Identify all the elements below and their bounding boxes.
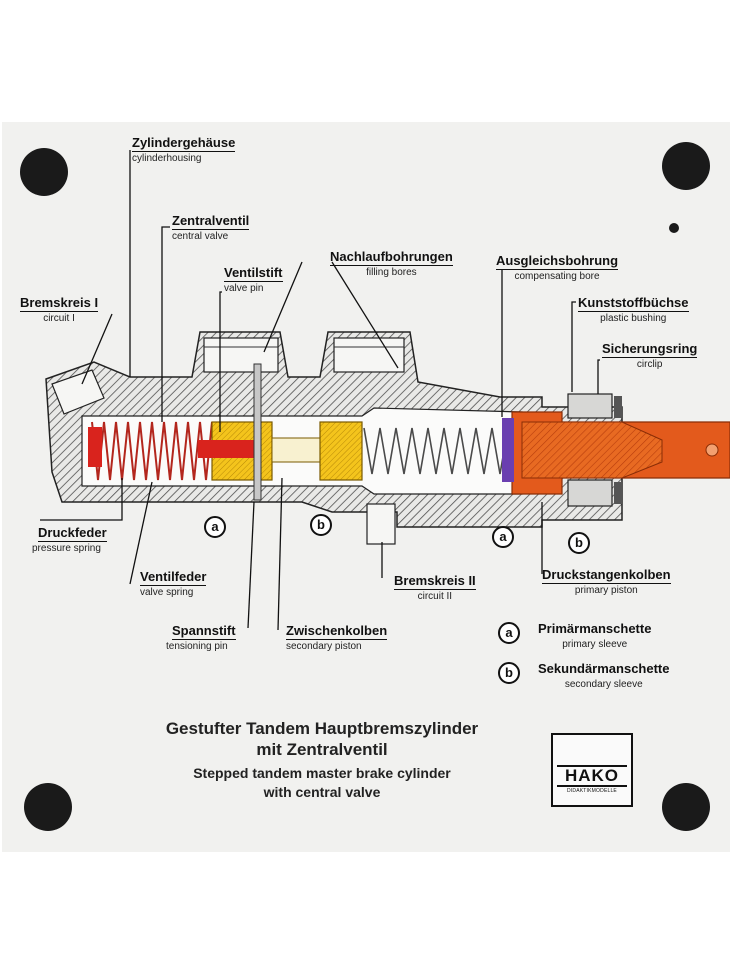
label-en: primary piston [574, 585, 638, 596]
mount-hole [662, 142, 710, 190]
hako-logo: HAKO DIDAKTIKMODELLE [551, 733, 633, 807]
small-hole [669, 223, 679, 233]
logo-subtitle: DIDAKTIKMODELLE [567, 788, 617, 794]
title-en-line1: Stepped tandem master brake cylinder [193, 765, 451, 781]
label-plastic-bushing: Kunststoffbüchse plastic bushing [578, 294, 689, 325]
legend-a-circle: a [498, 622, 520, 644]
legend-b-circle: b [498, 662, 520, 684]
label-de: Zylindergehäuse [132, 135, 236, 152]
label-compensating-bore: Ausgleichsbohrung compensating bore [496, 252, 619, 283]
diagram-title: Gestufter Tandem Hauptbremszylinder mit … [102, 718, 542, 802]
label-secondary-piston: Zwischenkolben secondary piston [286, 622, 388, 653]
title-de-line1: Gestufter Tandem Hauptbremszylinder [165, 719, 479, 738]
label-tensioning-pin: Spannstift tensioning pin [166, 622, 236, 653]
mount-hole [662, 783, 710, 831]
legend-en: secondary sleeve [564, 679, 643, 690]
label-en: valve spring [140, 587, 194, 598]
label-en: circuit I [43, 313, 75, 324]
label-filling-bores: Nachlaufbohrungen filling bores [330, 248, 453, 279]
label-circlip: Sicherungsring circlip [602, 340, 698, 371]
label-en: circuit II [417, 591, 453, 602]
secondary-spring-coil [363, 427, 509, 475]
logo-wordmark: HAKO [557, 765, 627, 787]
display-board: a b a b Zylindergehäuse cylinderhousing … [2, 122, 730, 852]
label-de: Spannstift [172, 623, 236, 640]
marker-b-circle: b [310, 514, 332, 536]
label-en: valve pin [224, 283, 264, 294]
marker-a-circle: a [492, 526, 514, 548]
label-en: compensating bore [514, 271, 600, 282]
legend-en: primary sleeve [562, 639, 628, 650]
legend-text: Primärmanschette primary sleeve [538, 620, 651, 651]
label-cylinderhousing: Zylindergehäuse cylinderhousing [132, 134, 236, 165]
marker-b-circle: b [568, 532, 590, 554]
cylinder-cutaway-illustration [20, 142, 730, 831]
label-de: Druckstangenkolben [542, 567, 671, 584]
label-de: Zwischenkolben [286, 623, 388, 640]
mount-hole [24, 783, 72, 831]
label-valve-pin: Ventilstift valve pin [224, 264, 283, 295]
legend-de: Sekundärmanschette [538, 661, 670, 676]
label-de: Ausgleichsbohrung [496, 253, 619, 270]
label-en: cylinderhousing [132, 153, 202, 164]
primary-sleeve [502, 418, 514, 482]
label-en: tensioning pin [166, 641, 228, 652]
label-en: secondary piston [286, 641, 362, 652]
label-de: Nachlaufbohrungen [330, 249, 453, 266]
label-de: Bremskreis I [20, 295, 99, 312]
label-central-valve: Zentralventil central valve [172, 212, 250, 243]
label-de: Ventilfeder [140, 569, 207, 586]
label-de: Zentralventil [172, 213, 250, 230]
label-de: Ventilstift [224, 265, 283, 282]
label-circuit-2: Bremskreis II circuit II [394, 572, 476, 603]
legend-de: Primärmanschette [538, 621, 652, 636]
title-en-line2: with central valve [263, 784, 381, 800]
label-en: central valve [172, 231, 229, 242]
label-de: Kunststoffbüchse [578, 295, 689, 312]
label-en: plastic bushing [600, 313, 667, 324]
label-de: Sicherungsring [602, 341, 698, 358]
label-pressure-spring: Druckfeder pressure spring [32, 524, 107, 555]
label-de: Bremskreis II [394, 573, 476, 590]
marker-a-circle: a [204, 516, 226, 538]
label-valve-spring: Ventilfeder valve spring [140, 568, 207, 599]
label-circuit-1: Bremskreis I circuit I [20, 294, 99, 325]
label-primary-piston: Druckstangenkolben primary piston [542, 566, 671, 597]
label-en: pressure spring [32, 543, 101, 554]
legend-text: Sekundärmanschette secondary sleeve [538, 660, 670, 691]
valve-pin [253, 363, 262, 501]
label-de: Druckfeder [38, 525, 107, 542]
title-de-line2: mit Zentralventil [256, 740, 388, 759]
label-en: circlip [636, 359, 663, 370]
mount-hole [20, 148, 68, 196]
label-en: filling bores [366, 267, 417, 278]
pressure-spring-coil [91, 421, 213, 481]
